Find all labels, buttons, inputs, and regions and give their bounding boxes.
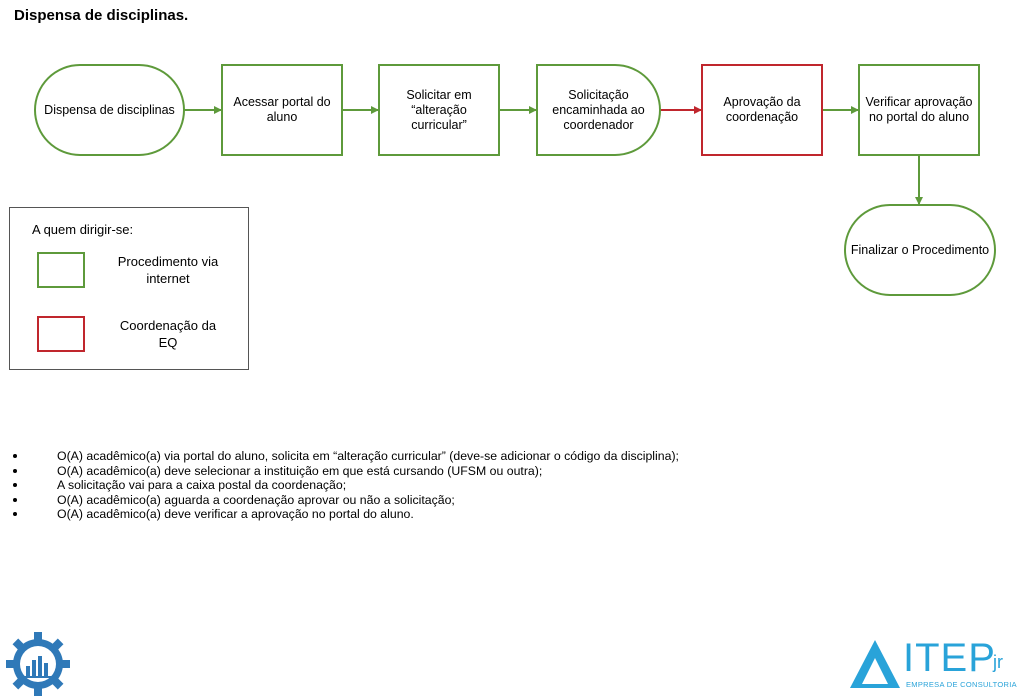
flow-step-3-label: Solicitação encaminhada ao coordenador	[552, 87, 645, 132]
list-item: O(A) acadêmico(a) aguarda a coordenação …	[12, 493, 679, 508]
triangle-logo-icon	[850, 640, 900, 688]
flow-start-node: Dispensa de disciplinas	[34, 64, 185, 156]
itep-logo-tagline: EMPRESA DE CONSULTORIA	[906, 680, 1017, 689]
flow-step-1: Acessar portal do aluno	[221, 64, 343, 156]
legend-label-internet: Procedimento via internet	[117, 254, 219, 286]
itep-logo: ITEP jr EMPRESA DE CONSULTORIA	[848, 636, 1018, 694]
list-item: O(A) acadêmico(a) via portal do aluno, s…	[12, 449, 679, 464]
legend-title: A quem dirigir-se:	[32, 222, 134, 237]
legend-swatch-red	[37, 316, 85, 352]
flow-step-2-label: Solicitar em “alteração curricular”	[406, 87, 472, 132]
flow-step-4-label: Aprovação da coordenação	[723, 95, 801, 124]
legend-swatch-green	[37, 252, 85, 288]
flow-step-2: Solicitar em “alteração curricular”	[378, 64, 500, 156]
legend-box: A quem dirigir-se: Procedimento via inte…	[9, 207, 249, 370]
bullet-icon	[13, 468, 17, 473]
flow-step-3: Solicitação encaminhada ao coordenador	[536, 64, 661, 156]
page-title: Dispensa de disciplinas.	[14, 7, 189, 24]
instructions-list: O(A) acadêmico(a) via portal do aluno, s…	[12, 449, 679, 522]
itep-logo-suffix: jr	[993, 652, 1003, 672]
bullet-icon	[13, 454, 17, 458]
bullet-icon	[13, 483, 17, 488]
list-item: O(A) acadêmico(a) deve selecionar a inst…	[12, 464, 679, 479]
flow-end-label: Finalizar o Procedimento	[850, 242, 990, 257]
itep-logo-word: ITEP	[903, 636, 996, 680]
bullet-icon	[13, 497, 17, 502]
legend-label-coordenacao: Coordenação da EQ	[119, 318, 217, 350]
bullet-icon	[13, 512, 17, 517]
gear-logo-icon	[6, 632, 70, 696]
flow-step-5-label: Verificar aprovação no portal do aluno	[865, 95, 973, 124]
flow-end-node: Finalizar o Procedimento	[844, 204, 996, 296]
list-item: A solicitação vai para a caixa postal da…	[12, 478, 679, 493]
flow-start-label: Dispensa de disciplinas	[44, 102, 175, 117]
flow-step-5: Verificar aprovação no portal do aluno	[858, 64, 980, 156]
list-item: O(A) acadêmico(a) deve verificar a aprov…	[12, 507, 679, 522]
flow-step-4: Aprovação da coordenação	[701, 64, 823, 156]
flow-step-1-label: Acessar portal do aluno	[233, 95, 331, 124]
